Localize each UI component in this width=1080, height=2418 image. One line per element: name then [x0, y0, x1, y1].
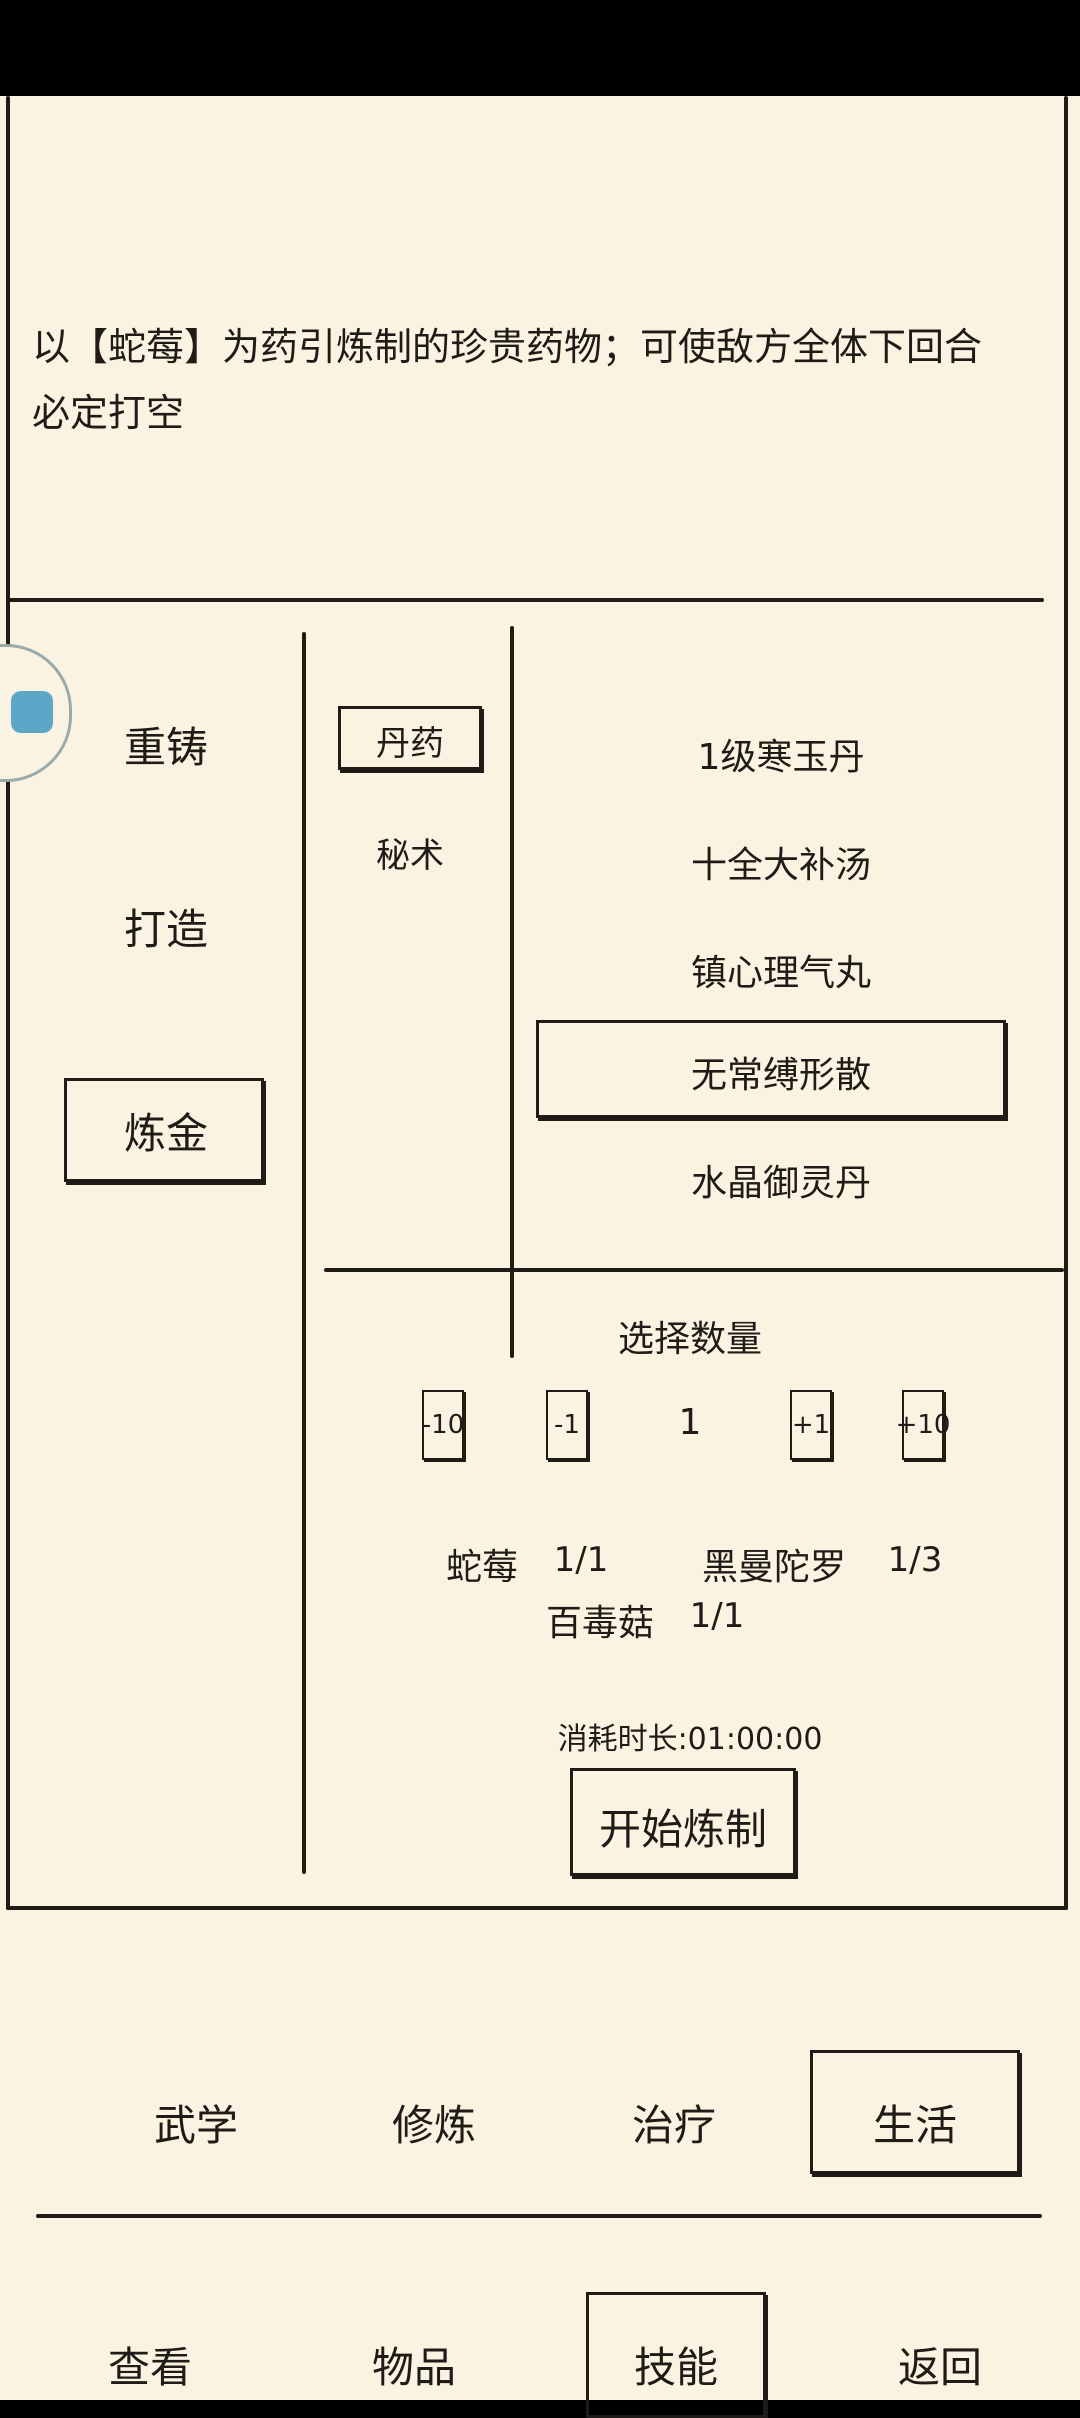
nav-return[interactable]: 返回 — [897, 2343, 982, 2392]
divider-recipe-bottom — [324, 1268, 1064, 1272]
quantity-minus-1-button[interactable]: -1 — [546, 1390, 588, 1460]
material-name: 百毒菇 — [545, 1603, 654, 1644]
tab-life-selected-frame[interactable] — [810, 2050, 1020, 2174]
quantity-plus-10-button[interactable]: +10 — [896, 1390, 950, 1460]
nav-skills[interactable]: 技能 — [633, 2343, 718, 2392]
category-pill-selected-frame[interactable] — [338, 706, 482, 770]
quantity-plus-1-button[interactable]: +1 — [790, 1390, 832, 1460]
menu-alchemy[interactable]: 炼金 — [123, 1109, 208, 1158]
panel-border-left — [6, 96, 10, 1910]
material-count: 1/3 — [887, 1540, 943, 1580]
game-screen: 以【蛇莓】为药引炼制的珍贵药物；可使敌方全体下回合 必定打空 重铸 打造 炼金 … — [0, 96, 1080, 2418]
tab-life[interactable]: 生活 — [872, 2101, 957, 2150]
tab-cultivation[interactable]: 修炼 — [391, 2101, 476, 2150]
quantity-value: 1 — [678, 1402, 702, 1443]
description-line-2: 必定打空 — [32, 391, 185, 435]
divider-bottom-nav — [36, 2214, 1042, 2218]
tab-martial-arts[interactable]: 武学 — [153, 2101, 238, 2150]
menu-recast[interactable]: 重铸 — [123, 723, 208, 772]
nav-items[interactable]: 物品 — [371, 2343, 456, 2392]
panel-border-right — [1064, 96, 1068, 1910]
divider-panel-bottom — [6, 1906, 1068, 1910]
category-pill-pill[interactable]: 丹药 — [376, 724, 444, 764]
divider-category-column — [510, 626, 514, 1358]
description-line-1: 以【蛇莓】为药引炼制的珍贵药物；可使敌方全体下回合 — [32, 325, 983, 369]
recipe-list-scroll-cut — [640, 644, 920, 656]
tab-healing[interactable]: 治疗 — [631, 2101, 716, 2150]
material-name: 蛇莓 — [445, 1547, 518, 1588]
recipe-selected-frame[interactable] — [536, 1020, 1006, 1118]
quantity-minus-10-button[interactable]: -10 — [422, 1390, 464, 1460]
start-refine-button-frame[interactable] — [570, 1768, 796, 1876]
start-refine-button[interactable]: 开始炼制 — [598, 1805, 767, 1854]
recipe-item[interactable]: 十全大补汤 — [690, 845, 871, 886]
material-count: 1/1 — [553, 1540, 609, 1580]
floating-assist-handle[interactable] — [0, 644, 72, 782]
divider-top — [8, 598, 1044, 602]
menu-forge[interactable]: 打造 — [123, 905, 208, 954]
recipe-item-selected[interactable]: 无常缚形散 — [690, 1055, 871, 1096]
nav-view[interactable]: 查看 — [107, 2343, 192, 2392]
category-secret-art[interactable]: 秘术 — [376, 836, 444, 876]
material-name: 黑曼陀罗 — [701, 1547, 846, 1588]
recipe-item[interactable]: 1级寒玉丹 — [697, 737, 865, 778]
item-description: 以【蛇莓】为药引炼制的珍贵药物；可使敌方全体下回合 必定打空 — [32, 314, 1032, 446]
quantity-label: 选择数量 — [617, 1319, 762, 1360]
duration-text: 消耗时长:01:00:00 — [557, 1722, 823, 1757]
floating-assist-icon — [11, 691, 53, 733]
recipe-item[interactable]: 镇心理气丸 — [690, 953, 871, 994]
menu-alchemy-selected-frame[interactable] — [64, 1078, 264, 1182]
divider-left-column — [302, 632, 306, 1874]
recipe-item[interactable]: 水晶御灵丹 — [690, 1163, 871, 1204]
material-count: 1/1 — [689, 1596, 745, 1636]
